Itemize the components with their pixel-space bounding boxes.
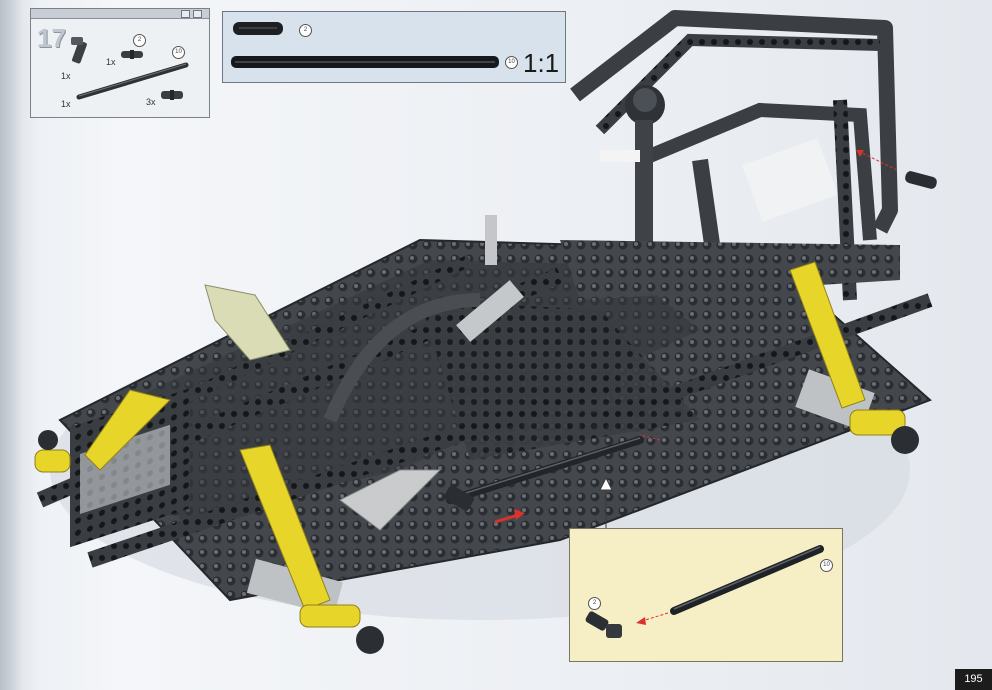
- part-qty: 1x: [61, 99, 71, 109]
- scale-illustration: [231, 22, 499, 68]
- minimize-icon: [181, 10, 190, 18]
- insert-axle: [443, 436, 644, 511]
- scale-callout: 2: [299, 24, 312, 37]
- step-number: 17: [37, 23, 66, 53]
- close-icon: [193, 10, 202, 18]
- part-callout: 2: [133, 34, 146, 47]
- scale-ratio: 1:1: [523, 48, 560, 78]
- pin-scale-icon: [233, 22, 283, 35]
- part-qty: 3x: [146, 97, 156, 107]
- page-number: 195: [955, 669, 992, 690]
- scale-reference-box: 2 10 1:1: [222, 11, 566, 83]
- front-bumper: [70, 388, 190, 548]
- arrow-icon: [636, 612, 669, 625]
- parts-box-titlebar: [31, 9, 209, 19]
- detail-illustration: [585, 545, 824, 638]
- chassis-beams: [36, 254, 933, 568]
- parts-illustration: [71, 37, 189, 100]
- pin-icon: [161, 90, 183, 100]
- connector-detail-icon: [585, 611, 622, 638]
- detail-inset-box: 10 2: [569, 528, 843, 662]
- detail-pointer-arrow: [599, 476, 613, 528]
- roll-cage: [570, 10, 898, 302]
- part-qty: 1x: [106, 57, 116, 67]
- axle-detail-icon: [670, 545, 824, 615]
- angle-connector-icon: [71, 37, 87, 64]
- detail-callout: 10: [820, 559, 833, 572]
- parts-list-box: 17 1x 1x 2 1x 10 3x: [30, 8, 210, 118]
- pin-icon: [121, 50, 143, 59]
- page-gutter-shadow: [0, 0, 22, 690]
- axle-icon: [76, 62, 189, 100]
- detail-callout: 2: [588, 597, 601, 610]
- part-qty: 1x: [61, 71, 71, 81]
- scale-callout: 10: [505, 56, 518, 69]
- arrow-icon: [494, 150, 898, 524]
- insert-pin: [905, 171, 937, 189]
- steering-column: [600, 85, 665, 270]
- axle-scale-icon: [231, 56, 499, 68]
- part-callout: 10: [172, 46, 185, 59]
- white-beam: [742, 138, 838, 222]
